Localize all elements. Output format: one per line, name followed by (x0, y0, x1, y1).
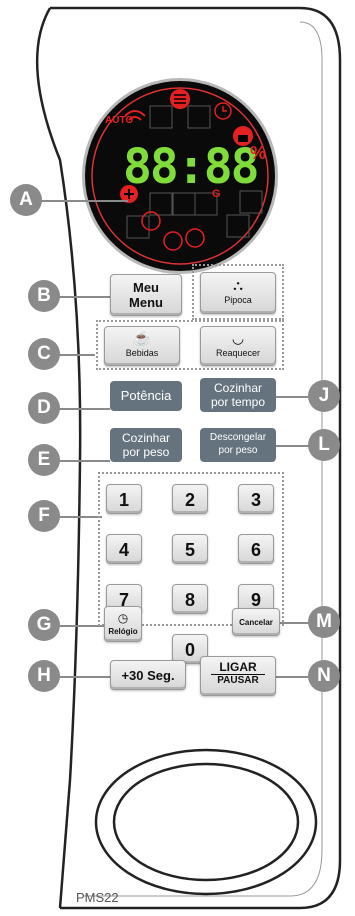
callout-e: E (28, 444, 60, 476)
relogio-button[interactable]: ◷ Relógio (104, 606, 142, 642)
bebidas-button[interactable]: ☕ Bebidas (104, 326, 180, 366)
ligar-pausar-button[interactable]: LIGAR PAUSAR (200, 656, 276, 696)
leader-line-b (40, 296, 110, 298)
keypad-2[interactable]: 2 (172, 484, 208, 514)
lcd-display: AUTO 88:88 % G (82, 78, 278, 274)
leader-line-j (270, 396, 320, 398)
leader-line-l (270, 445, 320, 447)
percent-indicator: % (250, 143, 267, 163)
keypad-frame (98, 472, 284, 626)
cup-icon: ☕ (133, 330, 151, 346)
display-grid (91, 87, 269, 265)
leader-line-a (40, 200, 128, 202)
keypad-3[interactable]: 3 (238, 484, 274, 514)
popcorn-icon (141, 211, 161, 231)
leader-line-f (50, 516, 102, 518)
keypad-4[interactable]: 4 (106, 534, 142, 564)
keypad-5[interactable]: 5 (172, 534, 208, 564)
auto-indicator: AUTO (105, 115, 134, 126)
pausar-label: PAUSAR (217, 675, 259, 686)
leader-line-c (40, 354, 95, 356)
relogio-label: Relógio (108, 627, 138, 636)
callout-n: N (308, 660, 340, 692)
bowl-icon: ◡ (231, 330, 245, 346)
leader-line-h (50, 676, 110, 678)
callout-m: M (308, 606, 340, 638)
callout-f: F (28, 500, 60, 532)
leader-line-g (50, 625, 104, 627)
bebidas-label: Bebidas (125, 348, 159, 358)
callout-a: A (10, 184, 42, 216)
callout-b: B (28, 280, 60, 312)
callout-g: G (28, 609, 60, 641)
time-digits: 88:88 (123, 139, 259, 195)
snowflake-icon (120, 185, 138, 203)
clock-icon: ◷ (117, 611, 129, 625)
keypad-8[interactable]: 8 (172, 584, 208, 614)
meu-menu-button[interactable]: Meu Menu (110, 274, 182, 316)
keypad-1[interactable]: 1 (106, 484, 142, 514)
reaquecer-label: Reaquecer (215, 348, 261, 358)
reaquecer-button[interactable]: ◡ Reaquecer (200, 326, 276, 366)
cozinhar-por-tempo-button[interactable]: Cozinhar por tempo (200, 378, 276, 412)
callout-d: D (28, 392, 60, 424)
pipoca-label: Pipoca (224, 295, 252, 305)
cozinhar-por-peso-button[interactable]: Cozinhar por peso (110, 428, 182, 462)
callout-j: J (308, 380, 340, 412)
mais-30-seg-button[interactable]: +30 Seg. (110, 660, 186, 690)
descongelar-por-peso-button[interactable]: Descongelar por peso (200, 428, 276, 462)
list-icon (170, 89, 190, 109)
model-label: PMS22 (76, 890, 119, 905)
wifi-icon (124, 110, 146, 121)
leader-line-m (276, 622, 320, 624)
bowl-icon (185, 228, 205, 248)
clock-icon (214, 102, 232, 120)
leader-line-d (40, 408, 110, 410)
callout-c: C (28, 338, 60, 370)
pipoca-button[interactable]: ⛬ Pipoca (200, 272, 276, 314)
leader-line-n (276, 676, 320, 678)
potencia-button[interactable]: Potência (110, 381, 182, 411)
grams-indicator: G (212, 188, 221, 200)
callout-h: H (28, 660, 60, 692)
lock-icon (233, 126, 253, 146)
keypad-6[interactable]: 6 (238, 534, 274, 564)
popcorn-icon: ⛬ (233, 277, 243, 293)
cancelar-button[interactable]: Cancelar (232, 608, 280, 636)
leader-line-e (40, 460, 110, 462)
cup-icon (163, 231, 183, 251)
auto-group-frame (192, 264, 284, 320)
callout-l: L (308, 429, 340, 461)
auto-group-frame-lower (96, 320, 284, 370)
ligar-label: LIGAR (211, 660, 265, 675)
